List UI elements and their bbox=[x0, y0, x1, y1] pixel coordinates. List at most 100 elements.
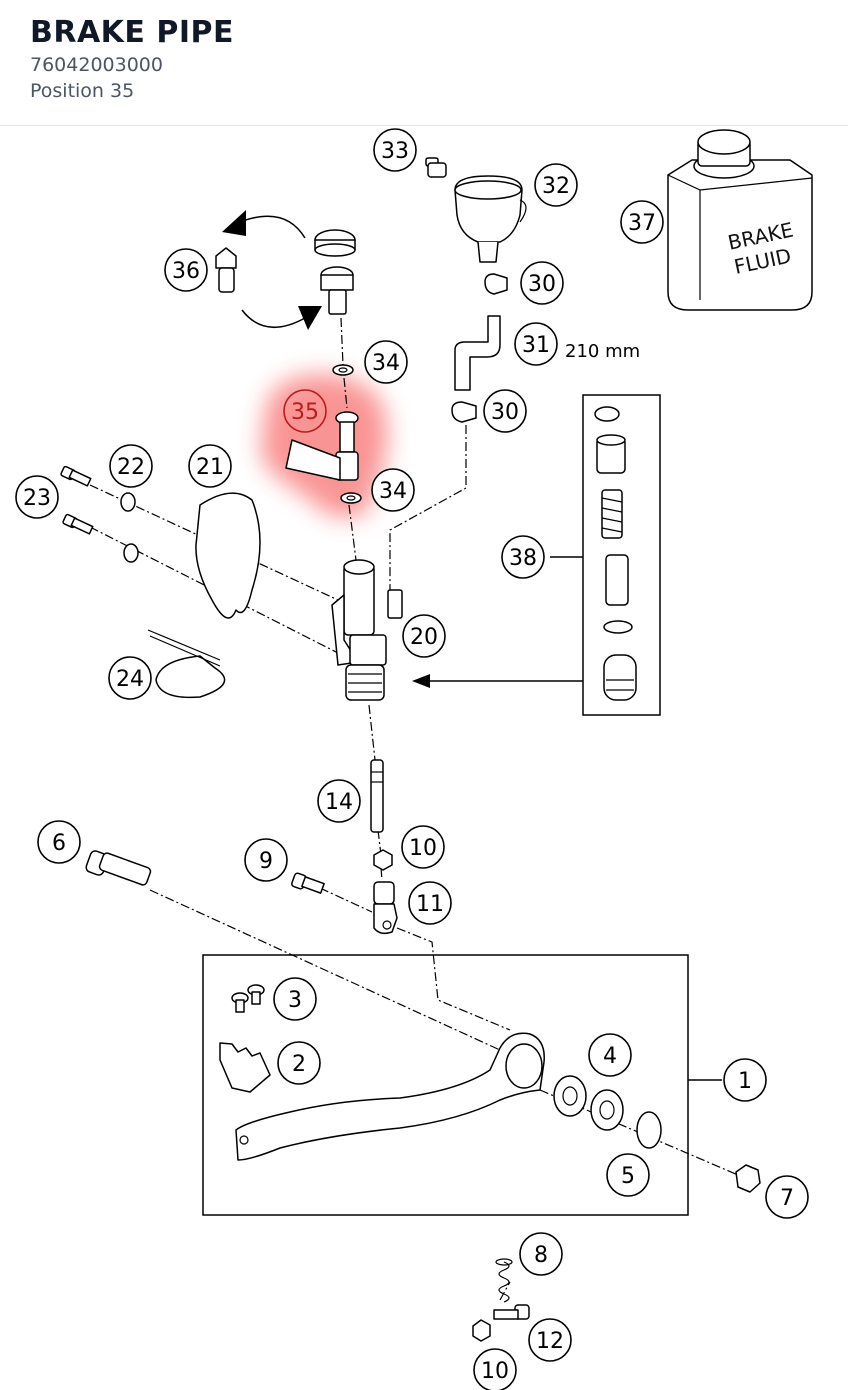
svg-text:2: 2 bbox=[292, 1052, 306, 1077]
part-21-guard bbox=[195, 492, 261, 619]
svg-text:11: 11 bbox=[416, 892, 444, 917]
repair-kit-frame-38 bbox=[582, 394, 661, 716]
part-30-clamp-upper bbox=[484, 273, 508, 295]
assembly-frame-1 bbox=[202, 954, 689, 1216]
part-34-washer-upper bbox=[332, 364, 354, 376]
part-33-screw bbox=[425, 157, 447, 178]
part-6-pivot-pin bbox=[85, 850, 152, 886]
svg-text:8: 8 bbox=[534, 1243, 548, 1268]
svg-text:30: 30 bbox=[528, 272, 556, 297]
callout-36[interactable]: 36 bbox=[164, 248, 208, 292]
callout-38[interactable]: 38 bbox=[501, 535, 545, 579]
callout-4[interactable]: 4 bbox=[588, 1033, 632, 1077]
callout-34-lower[interactable]: 34 bbox=[371, 468, 415, 512]
part-23-screw-upper bbox=[60, 465, 92, 487]
callout-11[interactable]: 11 bbox=[408, 881, 452, 925]
part-10-nut-lower bbox=[472, 1319, 491, 1342]
callout-24[interactable]: 24 bbox=[108, 656, 152, 700]
svg-text:1: 1 bbox=[738, 1069, 752, 1094]
part-10-nut-upper bbox=[373, 849, 393, 871]
part-5-circlip bbox=[636, 1111, 662, 1149]
callout-30-lower[interactable]: 30 bbox=[483, 389, 527, 433]
article-number: 76042003000 bbox=[30, 54, 163, 76]
part-24-cable-tie bbox=[147, 629, 226, 699]
callout-3[interactable]: 3 bbox=[273, 977, 317, 1021]
callout-22[interactable]: 22 bbox=[109, 444, 153, 488]
svg-text:31: 31 bbox=[522, 333, 550, 358]
svg-text:20: 20 bbox=[410, 625, 438, 650]
svg-text:14: 14 bbox=[325, 790, 353, 815]
part-2-step-plate bbox=[219, 1042, 271, 1093]
part-4-bearing-2 bbox=[590, 1089, 624, 1131]
callout-7[interactable]: 7 bbox=[765, 1175, 809, 1219]
svg-text:35: 35 bbox=[291, 400, 319, 425]
svg-text:7: 7 bbox=[780, 1186, 794, 1211]
svg-text:34: 34 bbox=[372, 351, 400, 376]
svg-text:5: 5 bbox=[621, 1164, 635, 1189]
part-23-screw-lower bbox=[62, 513, 94, 535]
part-35-brake-pipe bbox=[285, 411, 359, 481]
callout-12[interactable]: 12 bbox=[528, 1318, 572, 1362]
svg-text:24: 24 bbox=[116, 667, 144, 692]
callout-21[interactable]: 21 bbox=[188, 444, 232, 488]
exploded-parts-diagram: BRAKE FLUID bbox=[15, 128, 813, 1390]
swap-arrows bbox=[222, 210, 322, 330]
callout-8[interactable]: 8 bbox=[519, 1232, 563, 1276]
callout-9[interactable]: 9 bbox=[244, 838, 288, 882]
callout-23[interactable]: 23 bbox=[15, 475, 59, 519]
part-38-repair-kit bbox=[594, 406, 637, 701]
part-31-hose bbox=[454, 315, 501, 391]
callout-37[interactable]: 37 bbox=[620, 200, 664, 244]
part-34-washer-lower bbox=[340, 492, 362, 504]
svg-text:12: 12 bbox=[536, 1329, 564, 1354]
callout-6[interactable]: 6 bbox=[37, 820, 81, 864]
svg-text:32: 32 bbox=[542, 174, 570, 199]
part-30-clamp-lower bbox=[451, 401, 477, 423]
svg-text:10: 10 bbox=[481, 1359, 509, 1384]
svg-text:33: 33 bbox=[381, 139, 409, 164]
svg-text:21: 21 bbox=[196, 455, 224, 480]
svg-text:9: 9 bbox=[259, 849, 273, 874]
callout-20[interactable]: 20 bbox=[402, 614, 446, 658]
reservoir-fitting bbox=[320, 266, 354, 315]
callout-34-upper[interactable]: 34 bbox=[364, 340, 408, 384]
part-20-master-cylinder bbox=[331, 559, 403, 701]
part-11-clevis bbox=[373, 881, 398, 935]
svg-text:36: 36 bbox=[172, 259, 200, 284]
part-32-reservoir bbox=[454, 175, 527, 263]
lever-bore bbox=[505, 1043, 543, 1089]
svg-text:22: 22 bbox=[117, 455, 145, 480]
arrow-head bbox=[412, 674, 430, 688]
part-22-spacer-upper bbox=[120, 492, 136, 512]
svg-text:6: 6 bbox=[52, 831, 66, 856]
page-header: BRAKE PIPE 76042003000 Position 35 bbox=[0, 0, 848, 126]
part-8-spring bbox=[495, 1258, 513, 1303]
callout-35-highlighted[interactable]: 35 bbox=[283, 389, 327, 433]
callout-14[interactable]: 14 bbox=[317, 779, 361, 823]
part-9-bolt bbox=[291, 872, 325, 894]
svg-text:37: 37 bbox=[628, 211, 656, 236]
callout-2[interactable]: 2 bbox=[277, 1041, 321, 1085]
callout-5[interactable]: 5 bbox=[606, 1153, 650, 1197]
part-37-brake-fluid-can: BRAKE FLUID bbox=[667, 129, 813, 311]
hose-length-note: 210 mm bbox=[565, 341, 640, 362]
callout-32[interactable]: 32 bbox=[534, 163, 578, 207]
part-36-bolt bbox=[215, 247, 237, 293]
highlight-glow bbox=[260, 373, 388, 518]
callout-10-lower[interactable]: 10 bbox=[473, 1348, 517, 1390]
svg-text:38: 38 bbox=[509, 546, 537, 571]
callout-10-upper[interactable]: 10 bbox=[401, 825, 445, 869]
page-title: BRAKE PIPE bbox=[30, 15, 234, 50]
callout-31[interactable]: 31 bbox=[514, 322, 558, 366]
part-7-nut bbox=[735, 1164, 761, 1193]
part-12-bolt bbox=[493, 1304, 530, 1320]
part-22-spacer-lower bbox=[123, 543, 139, 563]
callout-30-upper[interactable]: 30 bbox=[520, 261, 564, 305]
brake-lever bbox=[235, 1032, 545, 1161]
callout-1[interactable]: 1 bbox=[723, 1058, 767, 1102]
callout-33[interactable]: 33 bbox=[373, 128, 417, 172]
svg-text:3: 3 bbox=[288, 988, 302, 1013]
position-label: Position 35 bbox=[30, 80, 135, 102]
svg-text:30: 30 bbox=[491, 400, 519, 425]
svg-text:23: 23 bbox=[23, 486, 51, 511]
